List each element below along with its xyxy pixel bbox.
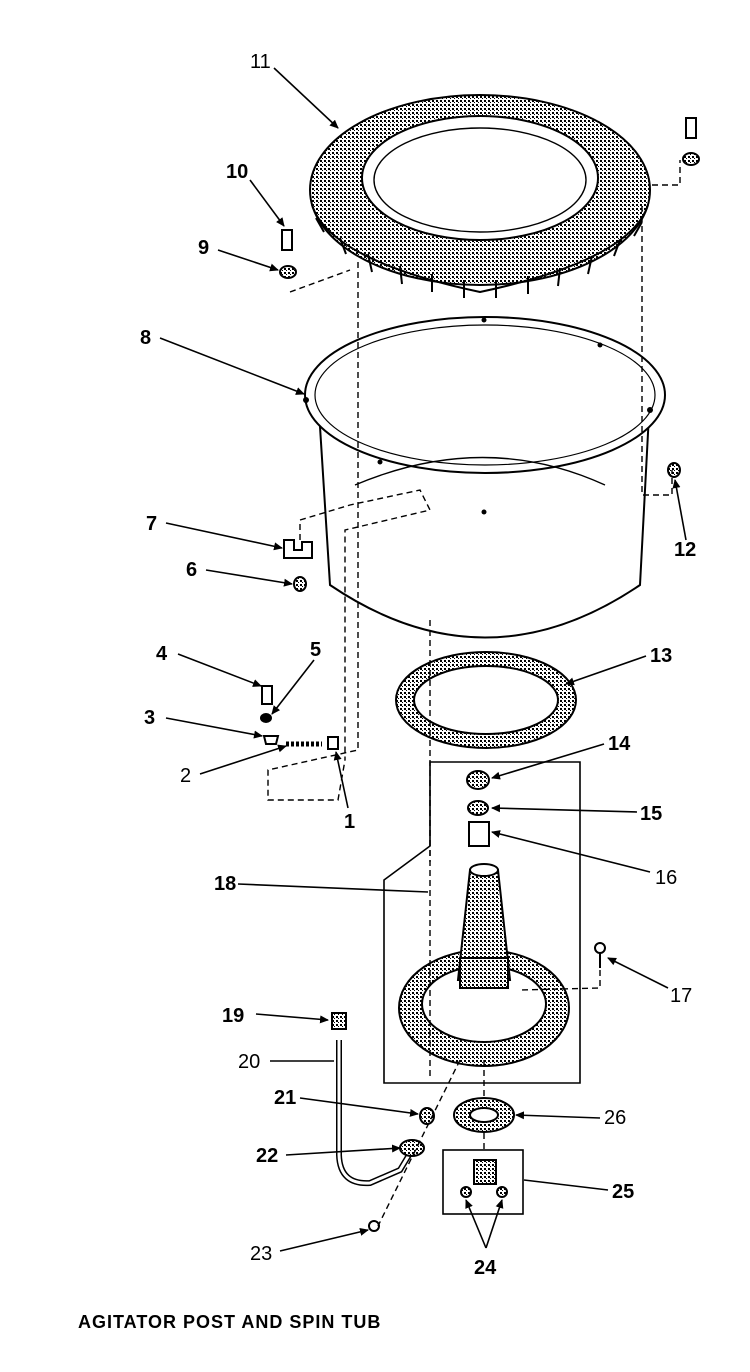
leader-lines (159, 67, 687, 1252)
clip-7-nut-6 (283, 539, 313, 592)
callout-7: 7 (146, 513, 157, 535)
callout-5: 5 (310, 639, 321, 661)
callout-21: 21 (274, 1087, 296, 1109)
callout-20: 20 (238, 1051, 260, 1073)
callout-14: 14 (608, 733, 631, 755)
nut-12 (667, 462, 681, 478)
callout-6: 6 (186, 559, 197, 581)
callout-26: 26 (604, 1107, 626, 1129)
screw-17 (594, 942, 606, 968)
spin-tub (303, 316, 666, 639)
diagram-caption: AGITATOR POST AND SPIN TUB (78, 1312, 382, 1332)
callout-8: 8 (140, 327, 151, 349)
callout-23: 23 (250, 1243, 272, 1265)
callout-24: 24 (474, 1257, 497, 1279)
callout-2: 2 (180, 765, 191, 787)
callout-labels: 11 10 9 8 7 6 12 13 4 5 3 2 1 14 15 16 1… (140, 51, 696, 1279)
callout-4: 4 (156, 643, 168, 665)
tub-ring (309, 94, 651, 298)
callout-11: 11 (250, 51, 271, 73)
bolt-10-nut-9 (279, 229, 297, 279)
callout-18: 18 (214, 873, 236, 895)
drive-nut (460, 1159, 508, 1198)
alignment-lines (267, 160, 681, 1227)
bolt-nut-upper-right (682, 117, 700, 166)
callout-25: 25 (612, 1181, 634, 1203)
callout-13: 13 (650, 645, 672, 667)
small-hardware-1-5 (260, 685, 339, 750)
callout-16: 16 (655, 867, 677, 889)
callout-10: 10 (226, 161, 248, 183)
callout-22: 22 (256, 1145, 278, 1167)
callout-15: 15 (640, 803, 662, 825)
callout-1: 1 (344, 811, 355, 833)
callout-9: 9 (198, 237, 209, 259)
callout-3: 3 (144, 707, 155, 729)
callout-12: 12 (674, 539, 696, 561)
callout-19: 19 (222, 1005, 244, 1027)
nut-assembly-box (442, 1149, 524, 1215)
agitator-post-base (398, 863, 570, 1067)
callout-17: 17 (670, 985, 692, 1007)
seal-washer-bushing (466, 770, 490, 847)
tub-gasket (395, 651, 577, 749)
